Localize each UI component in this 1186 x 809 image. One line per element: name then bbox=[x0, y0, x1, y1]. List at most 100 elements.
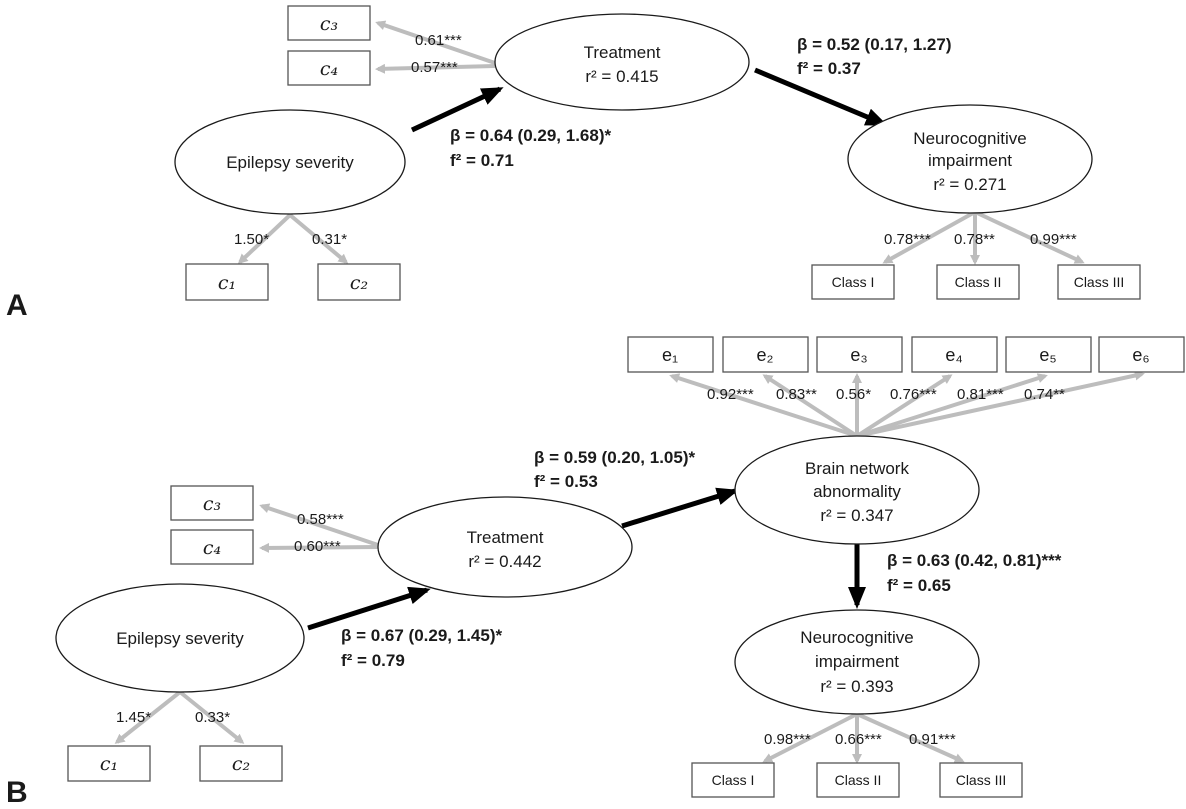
loading-label-a-c2: 0.31* bbox=[312, 231, 347, 248]
indicator-box-b-class3 bbox=[939, 762, 1023, 798]
indicator-label-b-e6: e₆ bbox=[1132, 345, 1149, 365]
loading-label-a-class3: 0.99*** bbox=[1030, 231, 1077, 248]
indicator-label-b-class3: Class III bbox=[956, 772, 1007, 788]
path-arrow-a-severity-treatment bbox=[410, 86, 504, 133]
indicator-label-a-c1: c₁ bbox=[218, 272, 236, 294]
indicator-box-b-c4 bbox=[170, 529, 254, 565]
path-beta-b-treatment-brain: β = 0.59 (0.20, 1.05)* bbox=[534, 448, 696, 467]
node-b-brain-label2: abnormality bbox=[813, 482, 901, 501]
node-b-treatment bbox=[377, 496, 633, 598]
indicator-box-b-c1 bbox=[67, 745, 151, 782]
indicator-label-b-e3: e₃ bbox=[850, 345, 867, 365]
panel-a: A c₃ c₄ c₁ c₂ Class I Class II Class III… bbox=[6, 5, 1141, 322]
loading-arrow-b-c3 bbox=[259, 503, 379, 547]
loading-arrow-b-e1 bbox=[669, 373, 858, 438]
loading-label-a-class1: 0.78*** bbox=[884, 231, 931, 248]
loading-arrow-b-c2 bbox=[178, 690, 245, 744]
loading-label-b-class1: 0.98*** bbox=[764, 731, 811, 748]
indicator-label-b-e1: e₁ bbox=[662, 345, 678, 365]
loading-arrow-a-class3 bbox=[974, 210, 1085, 264]
loading-arrow-b-e4 bbox=[855, 374, 953, 438]
node-a-neuro-label2: impairment bbox=[928, 151, 1012, 170]
node-b-neuro-r2: r² = 0.393 bbox=[820, 677, 893, 696]
loading-arrow-b-c4 bbox=[259, 542, 379, 553]
loading-label-b-e2: 0.83** bbox=[776, 386, 817, 403]
loading-arrow-b-e6 bbox=[856, 370, 1145, 438]
indicator-label-b-c4: c₄ bbox=[203, 537, 221, 559]
loading-label-a-c4: 0.57*** bbox=[411, 59, 458, 76]
node-a-neuro-label1: Neurocognitive bbox=[913, 129, 1026, 148]
path-f2-a-treatment-neuro: f² = 0.37 bbox=[797, 59, 861, 78]
loading-label-b-c4: 0.60*** bbox=[294, 538, 341, 555]
indicator-label-b-c1: c₁ bbox=[100, 753, 118, 775]
indicator-label-a-c4: c₄ bbox=[320, 58, 338, 80]
path-beta-a-severity-treatment: β = 0.64 (0.29, 1.68)* bbox=[450, 126, 612, 145]
indicator-box-b-e3 bbox=[816, 336, 903, 373]
indicator-label-a-class3: Class III bbox=[1074, 274, 1125, 290]
loading-label-b-class3: 0.91*** bbox=[909, 731, 956, 748]
loading-arrow-a-c4 bbox=[375, 63, 496, 74]
path-f2-b-severity-treatment: f² = 0.79 bbox=[341, 651, 405, 670]
indicator-box-a-class2 bbox=[936, 264, 1020, 300]
indicator-box-b-class1 bbox=[691, 762, 775, 798]
loading-label-b-e1: 0.92*** bbox=[707, 386, 754, 403]
path-arrow-b-treatment-brain bbox=[621, 487, 739, 529]
indicator-box-a-c3 bbox=[287, 5, 371, 41]
loading-label-b-c3: 0.58*** bbox=[297, 511, 344, 528]
loading-arrow-a-c2 bbox=[288, 213, 349, 264]
node-a-neuro-r2: r² = 0.271 bbox=[933, 175, 1006, 194]
path-arrow-a-treatment-neuro bbox=[754, 67, 888, 127]
indicator-label-b-e4: e₄ bbox=[945, 345, 962, 365]
path-beta-a-treatment-neuro: β = 0.52 (0.17, 1.27) bbox=[797, 35, 952, 54]
node-b-severity bbox=[55, 583, 305, 693]
indicator-label-b-class2: Class II bbox=[835, 772, 882, 788]
loading-arrow-a-c3 bbox=[375, 20, 496, 65]
loading-label-b-class2: 0.66*** bbox=[835, 731, 882, 748]
loading-label-b-c1: 1.45* bbox=[116, 709, 151, 726]
indicator-label-a-class1: Class I bbox=[832, 274, 875, 290]
indicator-box-a-c1 bbox=[185, 263, 269, 301]
loading-label-b-e3: 0.56* bbox=[836, 386, 871, 403]
node-b-neuro-label1: Neurocognitive bbox=[800, 628, 913, 647]
path-f2-b-treatment-brain: f² = 0.53 bbox=[534, 472, 598, 491]
indicator-box-b-e6 bbox=[1098, 336, 1185, 373]
indicator-box-a-class1 bbox=[811, 264, 895, 300]
indicator-label-b-class1: Class I bbox=[712, 772, 755, 788]
node-b-brain bbox=[734, 435, 980, 545]
node-a-treatment-r2: r² = 0.415 bbox=[585, 67, 658, 86]
indicator-box-b-c2 bbox=[199, 745, 283, 782]
panel-b: B c₃ c₄ c₁ c₂ e₁ e₂ e₃ e₄ bbox=[6, 336, 1185, 809]
indicator-label-b-e5: e₅ bbox=[1039, 345, 1056, 365]
loading-label-a-c1: 1.50* bbox=[234, 231, 269, 248]
node-b-neuro-label2: impairment bbox=[815, 652, 899, 671]
loading-label-a-class2: 0.78** bbox=[954, 231, 995, 248]
indicator-label-b-e2: e₂ bbox=[757, 345, 774, 365]
indicator-label-b-c2: c₂ bbox=[232, 753, 250, 775]
panel-a-label: A bbox=[6, 289, 28, 322]
node-a-neuro bbox=[847, 104, 1093, 214]
node-a-treatment bbox=[494, 13, 750, 111]
indicator-box-b-c3 bbox=[170, 485, 254, 521]
path-beta-b-severity-treatment: β = 0.67 (0.29, 1.45)* bbox=[341, 626, 503, 645]
path-arrow-b-severity-treatment bbox=[307, 586, 431, 631]
node-a-treatment-label: Treatment bbox=[584, 43, 661, 62]
indicator-box-b-e4 bbox=[911, 336, 998, 373]
indicator-label-a-c3: c₃ bbox=[320, 13, 338, 35]
loading-label-b-e5: 0.81*** bbox=[957, 386, 1004, 403]
loading-arrow-b-e5 bbox=[856, 373, 1048, 438]
path-f2-a-severity-treatment: f² = 0.71 bbox=[450, 151, 514, 170]
node-b-treatment-label: Treatment bbox=[467, 528, 544, 547]
panel-b-label: B bbox=[6, 776, 28, 809]
indicator-box-a-c2 bbox=[317, 263, 401, 301]
indicator-box-b-e2 bbox=[722, 336, 809, 373]
loading-label-b-e6: 0.74** bbox=[1024, 386, 1065, 403]
path-beta-b-brain-neuro: β = 0.63 (0.42, 0.81)*** bbox=[887, 551, 1062, 570]
loading-arrow-b-c1 bbox=[114, 690, 182, 744]
loading-arrow-b-class1 bbox=[762, 712, 858, 763]
loading-label-a-c3: 0.61*** bbox=[415, 32, 462, 49]
indicator-label-a-c2: c₂ bbox=[350, 272, 368, 294]
node-a-severity bbox=[174, 109, 406, 215]
loading-arrow-b-e2 bbox=[762, 374, 859, 438]
indicator-box-b-e1 bbox=[627, 336, 714, 373]
